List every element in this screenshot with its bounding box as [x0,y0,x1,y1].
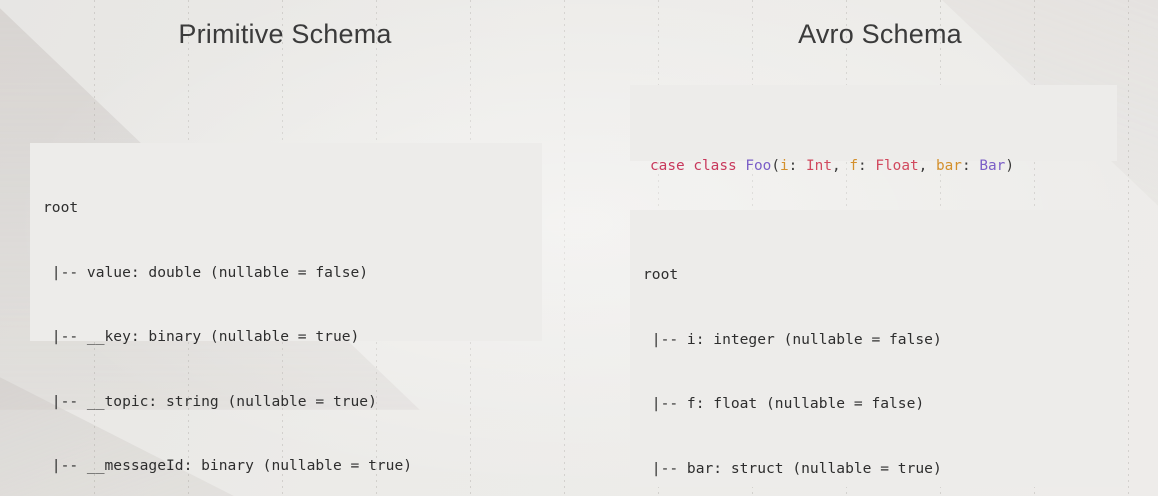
keyword-class: class [693,158,737,174]
schema-line: |-- i: integer (nullable = false) [643,330,942,348]
scala-code-line-1: case class Foo(i: Int, f: Float, bar: Ba… [650,156,1117,177]
param-f: f [849,158,858,174]
schema-line: root [643,266,679,283]
schema-line: |-- f: float (nullable = false) [643,395,925,412]
avro-scala-code-block: case class Foo(i: Int, f: Float, bar: Ba… [630,85,1117,342]
type-bar: Bar [979,158,1006,174]
schema-line: root [43,199,79,216]
type-int: Int [806,158,832,174]
colon: : [788,158,806,174]
param-bar: bar [935,158,962,174]
schema-line: |-- value: double (nullable = false) [43,263,369,281]
keyword-case: case [650,158,685,174]
paren-close: ) [1005,158,1014,174]
param-i: i [780,158,789,174]
primitive-schema-title: Primitive Schema [178,19,392,49]
avro-schema-code-block: root |-- i: integer (nullable = false) |… [630,210,1126,487]
schema-line: |-- __key: binary (nullable = true) [43,328,360,345]
type-float: Float [875,158,919,174]
schema-line: |-- bar: struct (nullable = true) [643,459,942,477]
colon: : [961,158,980,174]
class-name-foo: Foo [745,158,772,174]
primitive-schema-code-block: root |-- value: double (nullable = false… [30,143,542,474]
comma: , [918,158,936,174]
schema-line: |-- __messageId: binary (nullable = true… [43,457,413,474]
paren-open: ( [771,158,780,174]
avro-schema-title: Avro Schema [798,19,962,49]
schema-line: |-- __topic: string (nullable = true) [43,392,377,410]
colon: : [858,158,876,174]
comma: , [832,158,850,174]
